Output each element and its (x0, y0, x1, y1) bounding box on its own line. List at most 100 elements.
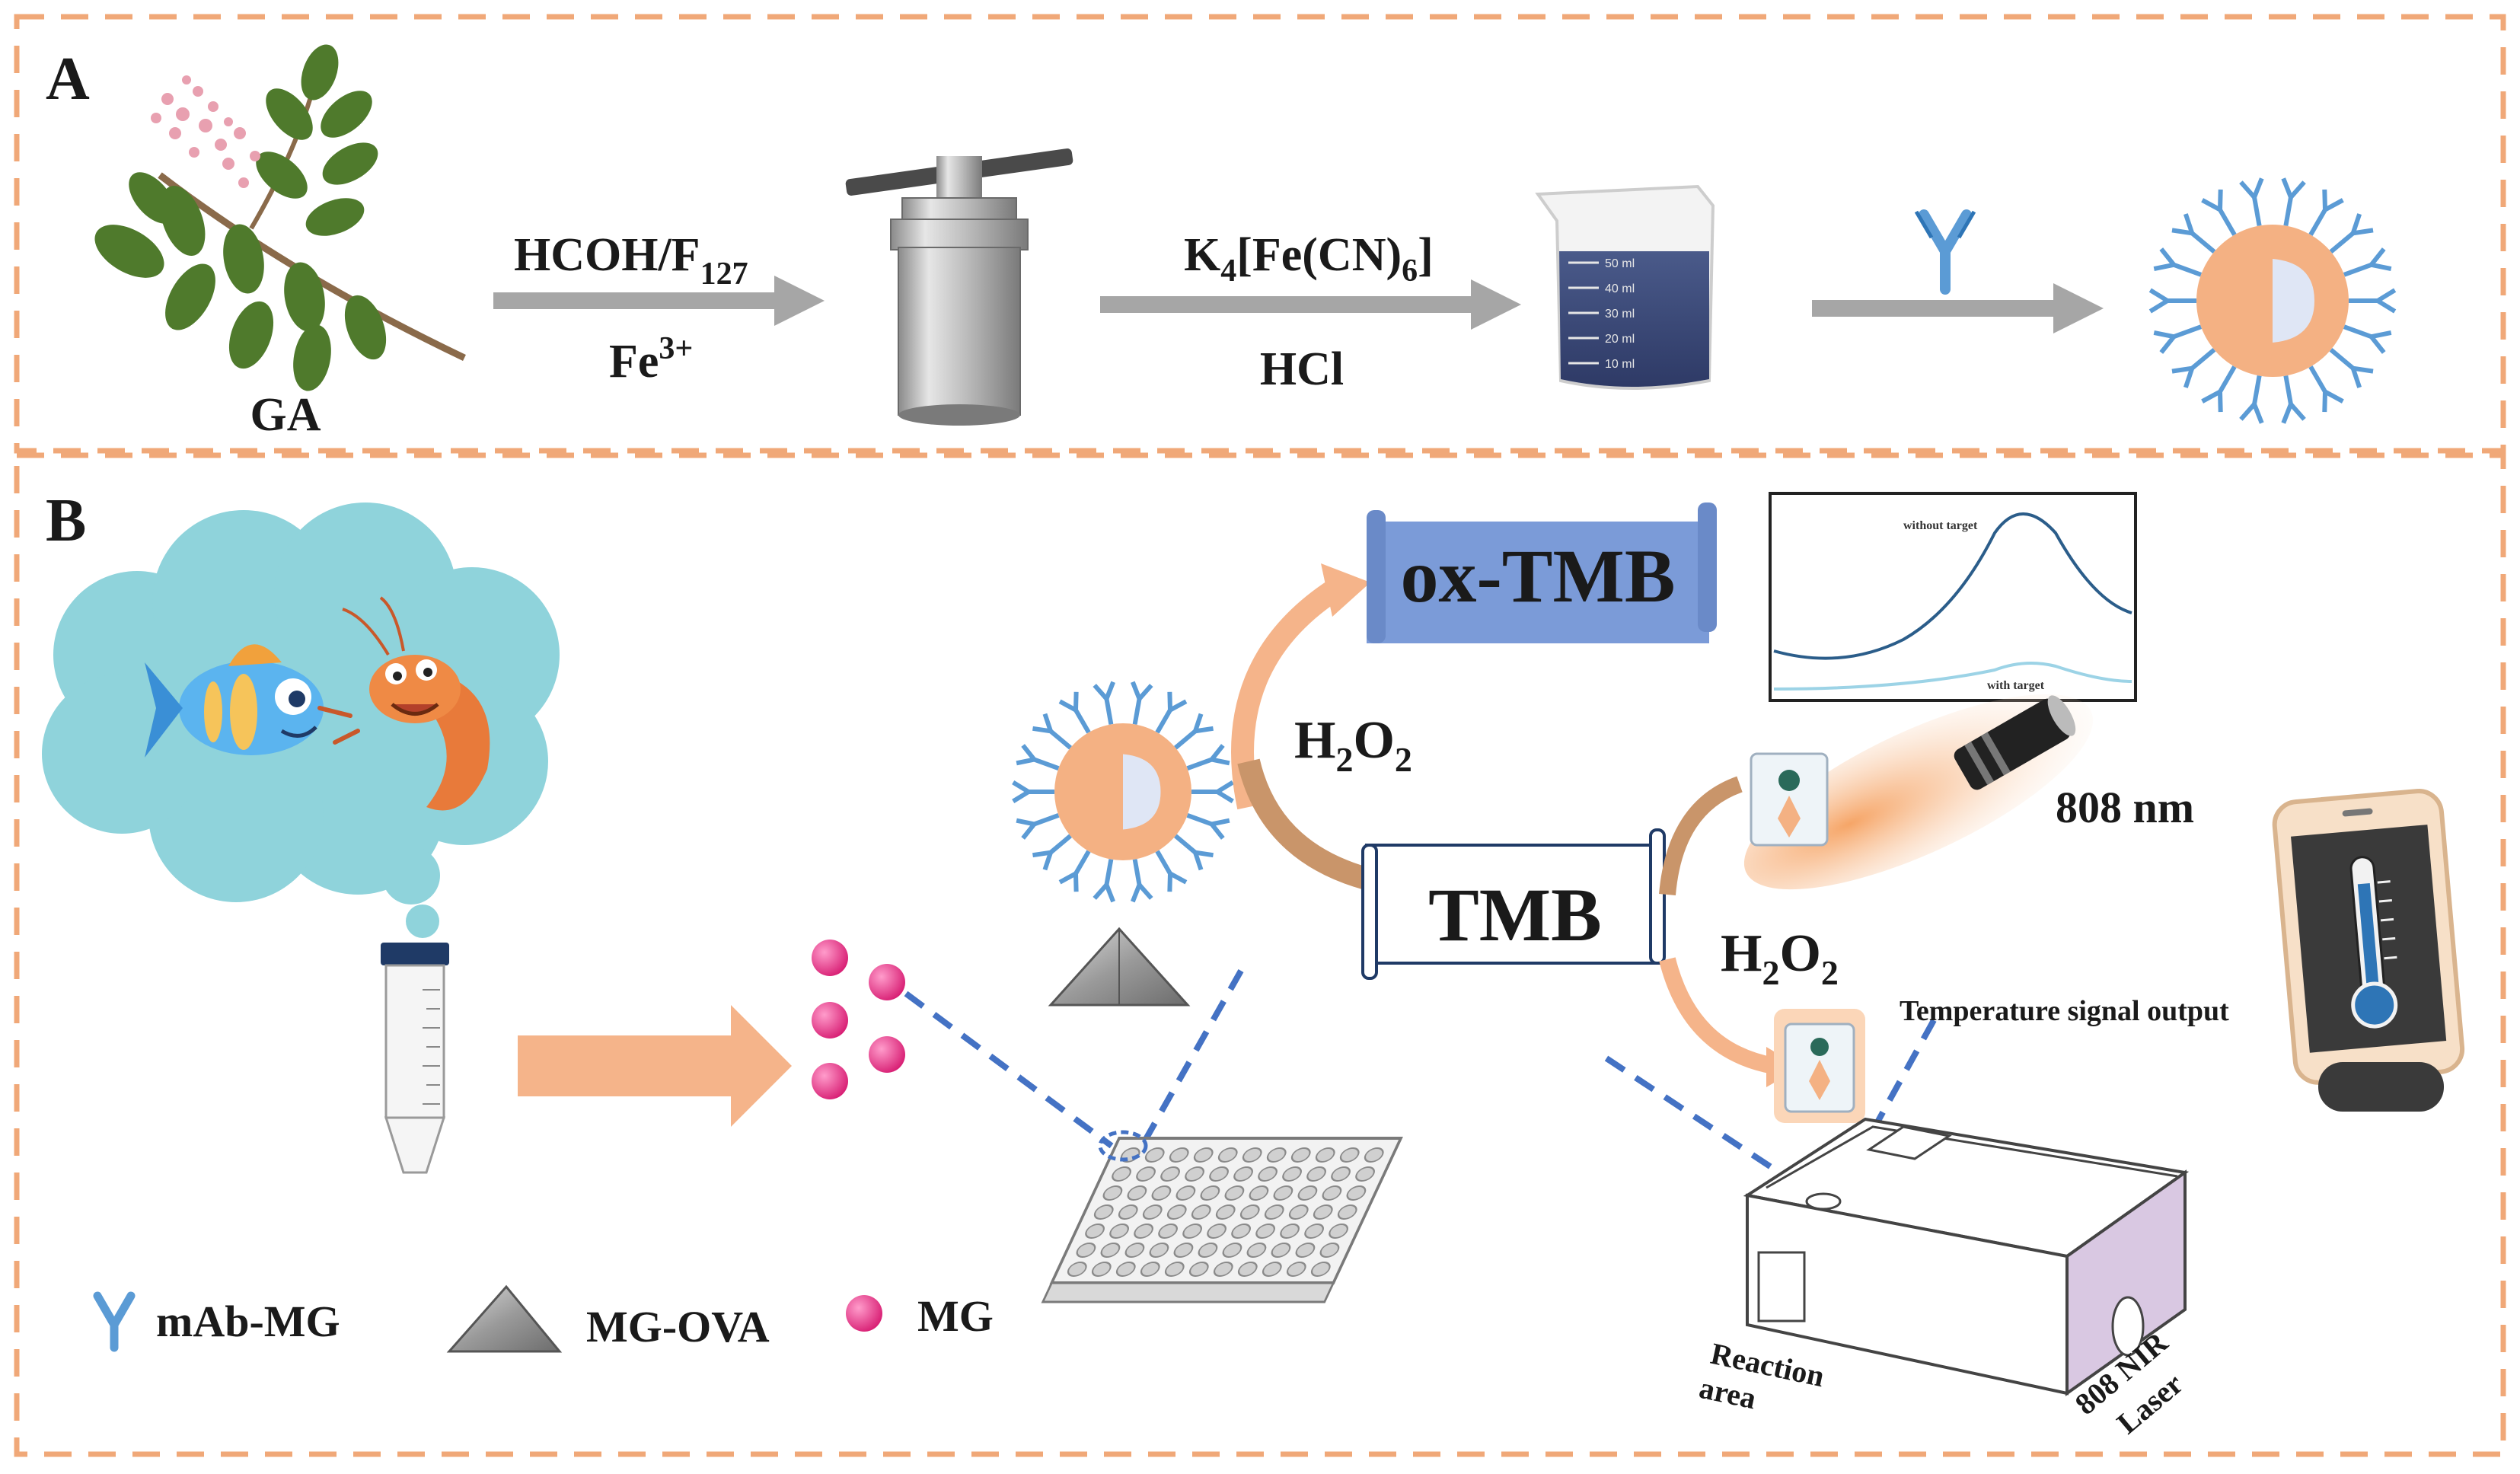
beaker-mark: 30 ml (1605, 308, 1635, 321)
antibody-arm (1012, 790, 1030, 803)
antibody-arm (1195, 850, 1214, 858)
well (1290, 1147, 1311, 1163)
well (1339, 1147, 1360, 1163)
antibody-arm (2371, 330, 2392, 340)
antibody-arm (1210, 822, 1225, 840)
beaker-mark: 40 ml (1605, 282, 1635, 295)
antibody-arm (2218, 189, 2223, 210)
well (1207, 1224, 1227, 1239)
well (1164, 1262, 1185, 1277)
step2-top-reagent: K4[Fe(CN)6] (1184, 229, 1434, 289)
antibody-stem (2283, 375, 2293, 405)
well (1166, 1204, 1187, 1220)
particle-core (2273, 259, 2314, 343)
well (1331, 1166, 1351, 1182)
cuvette-lower (1774, 1009, 1865, 1123)
beaker-mark: 20 ml (1605, 333, 1635, 346)
cuvette-upper (1750, 752, 1829, 847)
mg-dot (812, 1063, 848, 1099)
panel-a-label: A (46, 46, 90, 113)
well (1237, 1262, 1258, 1277)
particle-core (1123, 754, 1161, 830)
well (1280, 1224, 1300, 1239)
autoclave-icon (845, 148, 1073, 426)
antibody-arm (1195, 726, 1214, 734)
legend-antibody-label: mAb-MG (156, 1297, 340, 1346)
antibody-arm (2281, 177, 2293, 199)
well (1188, 1262, 1209, 1277)
shrimp-icon (317, 596, 490, 811)
antibody-stem (2283, 196, 2293, 227)
antibody-stem (1049, 729, 1072, 750)
beaker-mark: 50 ml (1605, 257, 1635, 270)
well (1258, 1166, 1278, 1182)
antibody-arm (1073, 873, 1079, 892)
well (1109, 1224, 1129, 1239)
arrow-to-cuvette (1659, 776, 1743, 896)
step1-top-reagent: HCOH/F127 (514, 229, 748, 292)
antibody-arm (2376, 288, 2397, 303)
antibody-stem (2343, 324, 2372, 340)
antibody-icon (1914, 209, 1976, 295)
legend-antigen-icon (446, 1284, 563, 1353)
well (1100, 1243, 1121, 1258)
antibody-stem (1155, 850, 1172, 875)
antibody-arm (1216, 790, 1234, 803)
nanoparticle-conjugate (1012, 681, 1234, 903)
tmb-label: TMB (1428, 873, 1602, 957)
antibody-arm (2322, 391, 2327, 413)
antibody-stem (2308, 365, 2327, 394)
antibody-arm (1216, 780, 1234, 794)
laser-pointer-icon (1954, 695, 2076, 790)
well (1346, 1185, 1367, 1201)
antibody-stem (1073, 850, 1091, 875)
arrow-to-cuvette-2 (1659, 957, 1776, 1074)
antibody-arm (2324, 389, 2344, 404)
antibody-arm (2322, 189, 2327, 210)
well (1319, 1243, 1340, 1258)
well (1158, 1224, 1178, 1239)
antibody-arm (2369, 247, 2386, 266)
legend-antigen-label: MG-OVA (586, 1302, 770, 1351)
well (1264, 1204, 1284, 1220)
well (1127, 1185, 1147, 1201)
well (1242, 1147, 1262, 1163)
antibody-arm (1016, 818, 1035, 827)
antibody-arm (2324, 198, 2344, 212)
antibody-stem (1186, 812, 1213, 827)
well (1329, 1224, 1348, 1239)
antibody-stem (1104, 698, 1114, 725)
well (1262, 1262, 1282, 1277)
antibody-stem (2218, 365, 2237, 394)
well (1310, 1262, 1331, 1277)
well (1140, 1262, 1160, 1277)
h2o2-lower: H2O2 (1721, 924, 1839, 992)
antibody-arm (2159, 335, 2176, 354)
well (1209, 1166, 1229, 1182)
well (1185, 1166, 1204, 1182)
well (1286, 1262, 1306, 1277)
mg-dot (869, 964, 905, 1000)
antibody-stem (1073, 709, 1091, 734)
antibody-arm (1093, 883, 1108, 900)
well (1213, 1262, 1233, 1277)
panel-b-label: B (46, 487, 86, 554)
well (1246, 1243, 1267, 1258)
legend-mg-label: MG (917, 1291, 994, 1341)
antibody-stem (1104, 859, 1114, 885)
arrow-from-tmb (1237, 758, 1388, 895)
well (1315, 1147, 1335, 1163)
laser-wavelength: 808 nm (2056, 783, 2194, 832)
beaker-icon: 50 ml 40 ml 30 ml 20 ml 10 ml (1535, 184, 1715, 390)
antibody-arm (1093, 684, 1108, 700)
antibody-stem (2218, 208, 2237, 236)
well (1215, 1204, 1236, 1220)
well (1102, 1185, 1123, 1201)
well (1306, 1166, 1326, 1182)
antibody-arm (1169, 699, 1188, 713)
antibody-arm (1104, 681, 1115, 700)
ga-label: GA (250, 389, 321, 441)
well (1273, 1185, 1293, 1201)
well (1239, 1204, 1260, 1220)
